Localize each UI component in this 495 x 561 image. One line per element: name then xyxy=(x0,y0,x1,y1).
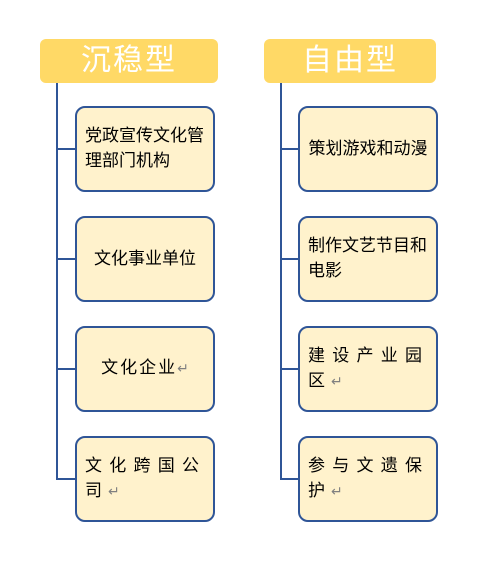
node-label: 参与文遗保护 xyxy=(308,455,428,501)
node-public-cultural-institution: 文化事业单位 xyxy=(75,216,215,302)
connector-branch xyxy=(56,148,76,150)
node-game-anime-planning: 策划游戏和动漫 xyxy=(298,106,438,192)
return-mark: ↵ xyxy=(331,483,349,500)
return-mark: ↵ xyxy=(177,361,189,377)
connector-trunk-left xyxy=(56,83,58,480)
node-program-film-production: 制作文艺节目和电影 xyxy=(298,216,438,302)
connector-branch xyxy=(280,148,300,150)
connector-branch xyxy=(280,258,300,260)
node-label: 策划游戏和动漫 xyxy=(308,138,428,159)
connector-branch xyxy=(280,478,300,480)
node-label: 党政宣传文化管理部门机构 xyxy=(85,126,204,171)
node-party-culture-management: 党政宣传文化管理部门机构 xyxy=(75,106,215,192)
header-steady: 沉稳型 xyxy=(40,39,218,83)
node-label: 文化企业 xyxy=(101,358,178,378)
node-heritage-protection: 参与文遗保护↵ xyxy=(298,436,438,522)
node-multinational-cultural-company: 文化跨国公司↵ xyxy=(75,436,215,522)
return-mark: ↵ xyxy=(108,483,126,500)
return-mark: ↵ xyxy=(331,373,349,390)
connector-trunk-right xyxy=(280,83,282,480)
node-label: 制作文艺节目和电影 xyxy=(308,236,427,281)
node-label: 文化事业单位 xyxy=(94,248,196,269)
node-label: 建设产业园区 xyxy=(308,345,428,391)
node-industrial-park-building: 建设产业园区↵ xyxy=(298,326,438,412)
header-free: 自由型 xyxy=(264,39,436,83)
node-cultural-enterprise: 文化企业↵ xyxy=(75,326,215,412)
connector-branch xyxy=(56,368,76,370)
node-label: 文化跨国公司 xyxy=(85,455,205,501)
connector-branch xyxy=(280,368,300,370)
connector-branch xyxy=(56,478,76,480)
connector-branch xyxy=(56,258,76,260)
